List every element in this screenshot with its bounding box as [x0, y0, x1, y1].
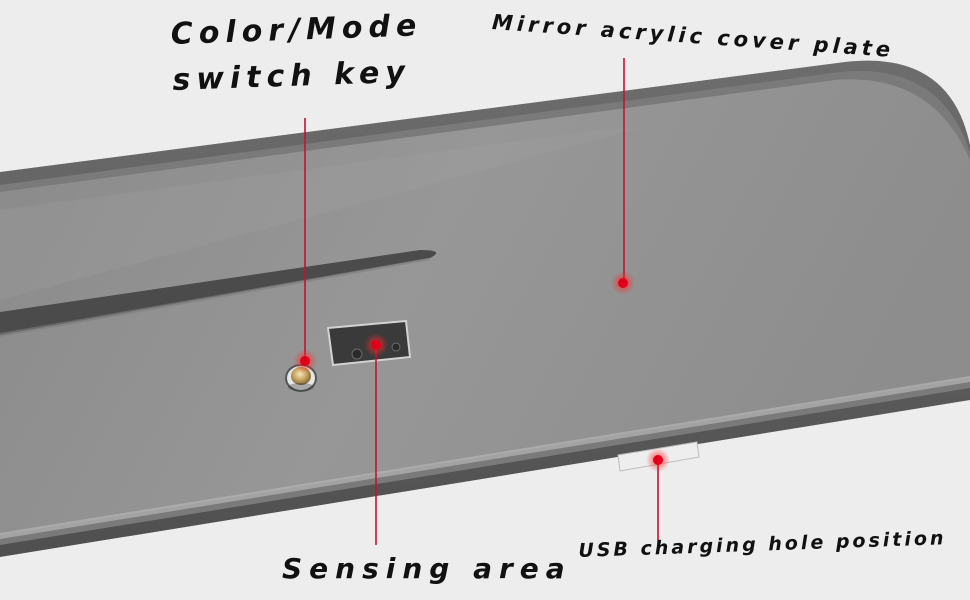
callout-dot-mirror-plate: [618, 278, 628, 288]
sensor-lens-right: [391, 342, 401, 352]
dark-slot: [0, 250, 437, 335]
callout-dot-sensing-area: [371, 340, 381, 350]
dark-slot-shine: [0, 258, 430, 337]
plate-reflection: [0, 128, 640, 300]
bottom-edge-highlight: [0, 376, 970, 539]
callout-dot-usb-hole: [653, 455, 663, 465]
mirror-cover-plate: [0, 79, 970, 535]
label-sensing-area: Sensing area: [282, 552, 572, 585]
mode-button-shadow: [288, 383, 314, 391]
sensor-lens-left: [351, 348, 363, 360]
label-mode-line2: switch key: [171, 54, 412, 98]
label-color-mode-switch-key: Color/Mode switch key: [170, 3, 425, 104]
callout-dot-mode-key: [300, 356, 310, 366]
